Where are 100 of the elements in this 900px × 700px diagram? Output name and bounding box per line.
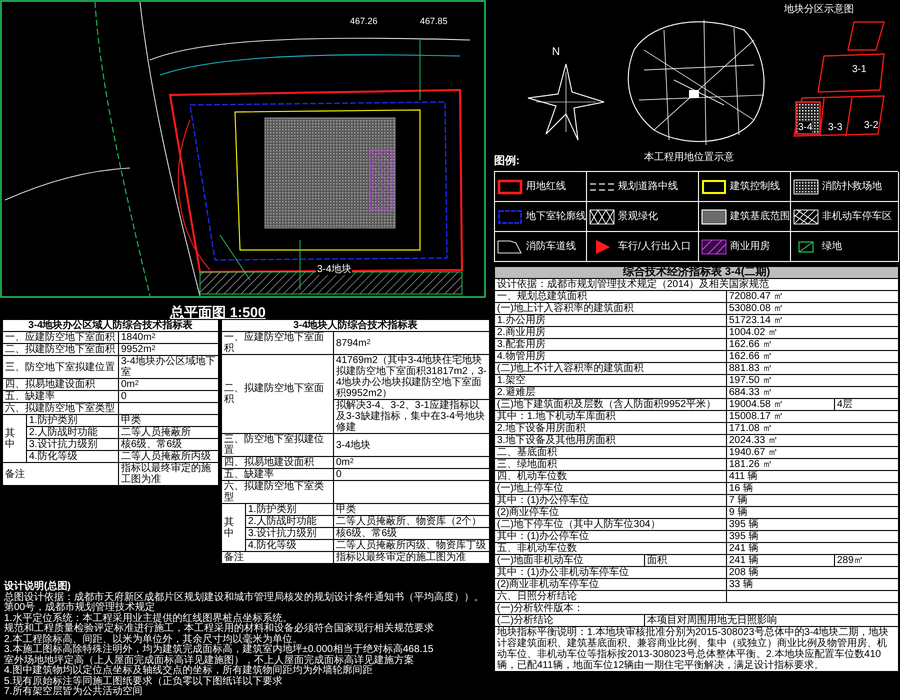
table-cell: 其中 <box>2 414 26 462</box>
legend-label: 绿地 <box>822 241 842 252</box>
table-cell: 拟解决3-4、3-2、3-1应建指标以及3-3缺建指标，集中在3-4号地块修建 <box>334 400 490 434</box>
table-cell: (一)地上计入容积率的建筑面积 <box>494 302 726 314</box>
parcel-label: 3-1 <box>852 64 866 75</box>
table-cell: 2.避难层 <box>494 386 726 398</box>
table-cell: 2.地下设备用房面积 <box>494 422 726 434</box>
parcel-label: 3-4 <box>798 122 812 133</box>
table-cell: (二)分析结论 <box>494 614 644 626</box>
table-cell: 53080.08 ㎡ <box>726 302 899 314</box>
table-cell: 二、拟建防空地下室面积 <box>222 354 334 434</box>
table-cell: 1.防护类别 <box>246 504 334 516</box>
design-note: 7.所有架空层皆为公共活动空间 <box>4 687 144 698</box>
map-caption: 本工程用地位置示意 <box>644 152 734 163</box>
table-cell: 1840m$^{2}$ <box>118 332 218 344</box>
table-cell: 2.商业用房 <box>494 326 726 338</box>
legend-label: 消防车道线 <box>526 241 576 252</box>
legend-title: 图例: <box>494 155 520 167</box>
table-title: 3-4地块办公区域人防综合技术指标表 <box>2 320 218 332</box>
legend-label: 非机动车停车区 <box>822 211 892 222</box>
table-cell: 2024.33 ㎡ <box>726 434 899 446</box>
table-cell: 9952m$^{2}$ <box>118 344 218 356</box>
table-cell: 二等人员掩蔽所 <box>118 426 218 438</box>
table-cell: 设计依据：成都市规划管理技术规定（2014）及相关国家规范 <box>494 278 899 290</box>
table-cell: 六、拟建防空地下室类型 <box>222 480 334 504</box>
legend-label: 车行/人行出入口 <box>618 241 691 252</box>
table-cell: 二等人员掩蔽所丙级 <box>118 450 218 462</box>
table-cell: (二)地上不计入容积率的建筑面积 <box>494 362 726 374</box>
design-note: 第00号，成都市规划管理技术规定 <box>4 603 156 613</box>
table-cell: 地块指标平衡说明：1.本地块审核批准分别为2015-308023号总体中的3-4地块二期，地块计容建筑面积、建筑基底面积、兼容商业比例、集中（或独立）商业比例及物管用房、机动车位、非机动车位等指标按2013-308023号总体整体平衡。2.本地块应配置车位数410辆，已配411辆，地面车位12辆由一期住宅平衡解决，满足设计指标要求。 <box>494 626 899 672</box>
table-cell: 15008.17 ㎡ <box>726 410 899 422</box>
table-cell: 171.08 ㎡ <box>726 422 899 434</box>
table-cell: (2)商业非机动车停车位 <box>494 578 726 590</box>
table-cell: (2)商业停车位 <box>494 506 726 518</box>
design-note: 1.水平定位系统：本工程采用业主提供的红线图界桩点坐标系统。 <box>4 614 292 624</box>
table-cell: 881.83 ㎡ <box>726 362 899 374</box>
table-cell: 4层 <box>834 398 899 410</box>
table-cell: 395 辆 <box>726 530 899 542</box>
design-note: 总图设计依据：成都市天府新区成都片区规划建设和城市管理局核发的规划设计条件通知书（平均高度））。 <box>4 592 485 602</box>
table-cell: 二、拟建防空地下室面积 <box>2 344 118 356</box>
table-cell: 其中：1.地下机动车库面积 <box>494 410 726 422</box>
parcel-label: 3-2 <box>864 120 878 131</box>
table-cell: 289㎡ <box>834 554 899 566</box>
table-cell: 4.防化等级 <box>246 540 334 552</box>
table-cell: 五、非机动车位数 <box>494 542 726 554</box>
table-cell: 3.地下设备及其他用房面积 <box>494 434 726 446</box>
elevation-label: 467.26 <box>350 16 378 26</box>
table-cell: 1940.67 ㎡ <box>726 446 899 458</box>
drawing-title: 总平面图 1:500 <box>170 304 266 320</box>
table-cell: 四、机动车位数 <box>494 470 726 482</box>
legend-label: 建筑控制线 <box>730 181 780 192</box>
table-cell: 五、缺建率 <box>222 468 334 480</box>
table-cell: 241 辆 <box>726 554 834 566</box>
table-cell: 六、日照分析结论 <box>494 590 726 602</box>
key-map-title: 地块分区示意图 <box>784 4 854 15</box>
legend-label: 消防扑救场地 <box>822 181 882 192</box>
table-cell: 411 辆 <box>726 470 899 482</box>
table-cell: 核6级、常6级 <box>334 528 490 540</box>
table-cell: 3.设计抗力级别 <box>246 528 334 540</box>
table-cell: 395 辆 <box>726 518 899 530</box>
table-cell: 四、拟易地建设面积 <box>222 456 334 468</box>
table-cell: 197.50 ㎡ <box>726 374 899 386</box>
table-cell: 二等人员掩蔽所丙级、物资库丁级 <box>334 540 490 552</box>
table-cell: 三、防空地下室拟建位置 <box>2 356 118 378</box>
table-title: 3-4地块人防综合技术指标表 <box>222 320 490 332</box>
design-note: 4.图中建筑物均以定位点坐标及轴线交点的坐标，所有建筑物间距均为外墙轮廓间距 <box>4 666 374 676</box>
design-note: 3.本施工图标高除特殊注明外，均为建筑完成面标高，建筑室内地坪±0.000相当于绝对标高468.15 <box>4 645 434 655</box>
design-note: 室外场地地坪定高（上人屋面完成面标高详见建施图），不上人屋面完成面标高详见建施方案 <box>4 656 415 666</box>
table-cell: 2.人防战时功能 <box>246 516 334 528</box>
legend-label: 规划道路中线 <box>618 181 678 192</box>
table-cell: 4.物管用房 <box>494 350 726 362</box>
table-cell: (一)地上停车位 <box>494 482 726 494</box>
table-cell: 0 <box>118 390 218 402</box>
table-cell: 甲类 <box>118 414 218 426</box>
table-cell: 1004.02 ㎡ <box>726 326 899 338</box>
table-cell: 面积 <box>644 554 726 566</box>
legend-label: 商业用房 <box>730 241 770 252</box>
table-cell: 备注 <box>222 552 334 564</box>
table-cell: 其中：(1)办公非机动车停车位 <box>494 566 726 578</box>
table-cell: 指标以最终审定的施工图为准 <box>118 462 218 486</box>
table-cell: 3.配套用房 <box>494 338 726 350</box>
table-cell: 7 辆 <box>726 494 899 506</box>
table-cell: 二等人员掩蔽所、物资库（2个） <box>334 516 490 528</box>
table-cell: 2.人防战时功能 <box>26 426 118 438</box>
table-cell: 72080.47 ㎡ <box>726 290 899 302</box>
table-cell: 甲类 <box>334 504 490 516</box>
table-cell: 8794m$^{2}$ <box>334 332 490 354</box>
table-cell: 其中：(1)办公停车位 <box>494 530 726 542</box>
table-cell: 162.66 ㎡ <box>726 338 899 350</box>
table-cell: 3-4地块 <box>334 434 490 456</box>
table-cell: 一、应建防空地下室面积 <box>2 332 118 344</box>
table-cell: 0m$^{2}$ <box>334 456 490 468</box>
table-cell: (一)分析软件版本： <box>494 602 899 614</box>
table-cell: 一、应建防空地下室面积 <box>222 332 334 354</box>
table-cell: 16 辆 <box>726 482 899 494</box>
table-cell: 0m$^{2}$ <box>118 378 218 390</box>
table-cell: 核6级、常6级 <box>118 438 218 450</box>
legend-label: 地下室轮廓线 <box>526 211 586 222</box>
table-cell: 241 辆 <box>726 542 899 554</box>
table-cell: 19004.58 ㎡ <box>726 398 834 410</box>
